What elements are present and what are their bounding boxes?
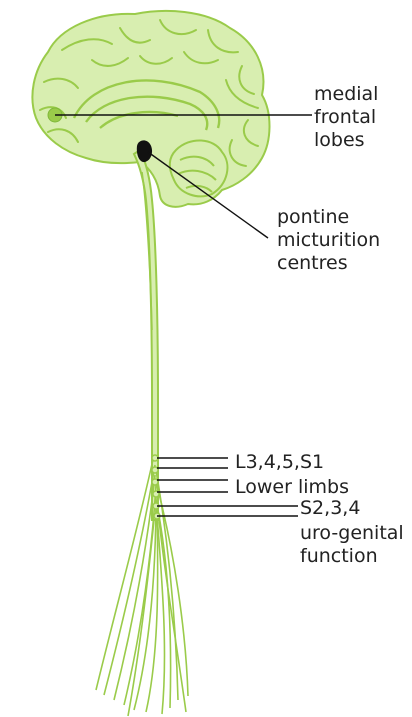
label-s234: S2,3,4: [300, 497, 360, 520]
nerve-roots: [96, 455, 188, 716]
label-medial-frontal-lobes: medial frontal lobes: [314, 83, 378, 152]
label-l345-s1: L3,4,5,S1: [235, 451, 324, 474]
label-lower-limbs: Lower limbs: [235, 476, 349, 499]
label-pontine-micturition-centres: pontine micturition centres: [277, 206, 380, 275]
brain-outline: [32, 11, 269, 207]
label-uro-genital-function: uro-genital function: [300, 522, 404, 568]
